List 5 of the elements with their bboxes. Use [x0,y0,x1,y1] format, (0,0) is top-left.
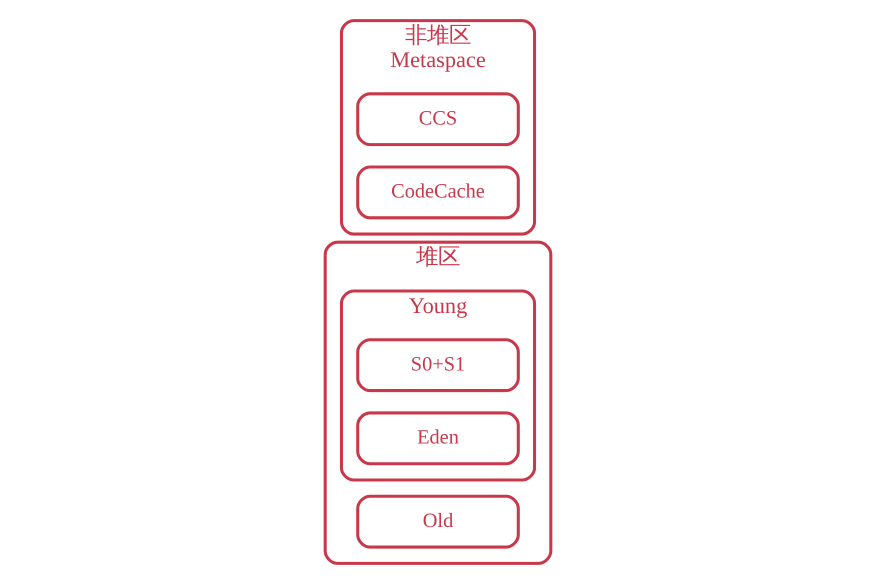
node-box: Old [356,494,520,549]
node-box: S0+S1 [356,338,520,392]
node-box: CodeCache [356,165,520,220]
node-box: CCS [356,92,520,146]
node-box: Eden [356,411,520,466]
